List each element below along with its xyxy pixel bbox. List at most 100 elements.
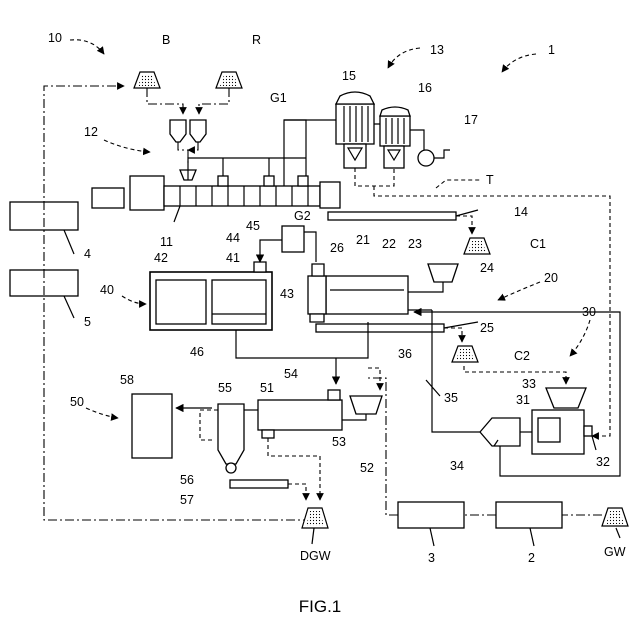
label-46: 46 — [190, 345, 204, 359]
label-26: 26 — [330, 241, 344, 255]
label-21: 21 — [356, 233, 370, 247]
figure-caption: FIG.1 — [299, 597, 342, 616]
label-32: 32 — [596, 455, 610, 469]
label-leaders — [64, 206, 620, 546]
leader-20 — [498, 282, 540, 300]
label-11: 11 — [160, 235, 173, 249]
feed-line-r — [199, 88, 229, 114]
label-35: 35 — [444, 391, 458, 405]
label-15: 15 — [342, 69, 356, 83]
tank-42 — [156, 280, 206, 324]
label-3: 3 — [428, 551, 435, 565]
leader-10 — [70, 40, 104, 54]
label-12: 12 — [84, 125, 98, 139]
dryer-drive-54 — [328, 390, 340, 400]
label-gw: GW — [604, 545, 626, 559]
tank-43-inlet — [254, 262, 266, 272]
tank-41 — [212, 280, 266, 324]
label-b: B — [162, 33, 170, 47]
label-51: 51 — [260, 381, 274, 395]
label-36: 36 — [398, 347, 412, 361]
leader-13 — [388, 48, 420, 68]
bag-filter-16 — [380, 107, 410, 168]
feed-line-b — [147, 88, 183, 114]
pile-dgw — [302, 508, 328, 528]
cyclone-to-58 — [200, 410, 218, 440]
outlet-53-discharge — [268, 438, 320, 500]
conveyor-14-discharge — [456, 216, 472, 234]
label-34: 34 — [450, 459, 464, 473]
washer-drive-26 — [308, 276, 326, 314]
cyclone-55 — [218, 404, 244, 464]
label-24: 24 — [480, 261, 494, 275]
rotary-valve-56 — [226, 463, 236, 473]
label-17: 17 — [464, 113, 478, 127]
label-50: 50 — [70, 395, 84, 409]
label-10: 10 — [48, 31, 62, 45]
separator-34 — [480, 418, 520, 446]
washer-outlet — [310, 314, 324, 322]
conveyor-14 — [328, 212, 456, 220]
label-43: 43 — [280, 287, 294, 301]
label-42: 42 — [154, 251, 168, 265]
label-13: 13 — [430, 43, 444, 57]
label-t: T — [486, 173, 494, 187]
t-line — [436, 180, 480, 188]
label-40: 40 — [100, 283, 114, 297]
label-dgw: DGW — [300, 549, 331, 563]
label-45: 45 — [246, 219, 260, 233]
c2-to-hopper-33 — [464, 366, 566, 384]
bag-filter-15 — [336, 92, 374, 168]
label-23: 23 — [408, 237, 422, 251]
drive-motor — [92, 188, 124, 208]
label-r: R — [252, 33, 261, 47]
line-g2 — [304, 232, 316, 262]
leader-30 — [570, 320, 590, 356]
label-52: 52 — [360, 461, 374, 475]
label-57: 57 — [180, 493, 194, 507]
dryer-51 — [258, 400, 342, 430]
extruder-die — [320, 182, 340, 208]
washer-20 — [326, 276, 408, 314]
washer-inlet-26 — [312, 264, 324, 276]
hopper-52-feed — [342, 414, 366, 420]
label-33: 33 — [522, 377, 536, 391]
label-44: 44 — [226, 231, 240, 245]
pile-b — [134, 72, 160, 88]
vent-ports — [218, 176, 308, 186]
unit-58 — [132, 394, 172, 458]
unit-3-box — [398, 502, 464, 528]
conveyor-57-discharge — [288, 484, 306, 500]
label-16: 16 — [418, 81, 432, 95]
label-56: 56 — [180, 473, 194, 487]
leader-12 — [104, 140, 150, 152]
label-55: 55 — [218, 381, 232, 395]
extruder-barrel-11 — [164, 186, 320, 206]
leader-1 — [502, 54, 536, 72]
hopper-33 — [546, 388, 586, 408]
label-c1: C1 — [530, 237, 546, 251]
label-30: 30 — [582, 305, 596, 319]
label-54: 54 — [284, 367, 298, 381]
conveyor-25-discharge — [444, 328, 462, 342]
unit-45 — [282, 226, 304, 252]
label-4: 4 — [84, 247, 91, 261]
leader-40 — [122, 296, 146, 304]
label-22: 22 — [382, 237, 396, 251]
leader-50 — [86, 408, 118, 418]
pile-c2 — [452, 346, 478, 362]
label-1: 1 — [548, 43, 555, 57]
label-c2: C2 — [514, 349, 530, 363]
twin-hoppers — [170, 120, 206, 142]
label-25: 25 — [480, 321, 494, 335]
hopper-24-feed — [408, 282, 443, 292]
label-20: 20 — [544, 271, 558, 285]
label-41: 41 — [226, 251, 240, 265]
label-g1: G1 — [270, 91, 287, 105]
label-14: 14 — [514, 205, 528, 219]
label-2: 2 — [528, 551, 535, 565]
label-58: 58 — [120, 373, 134, 387]
dryer-outlet-53 — [262, 430, 274, 438]
pile-gw — [602, 508, 628, 526]
